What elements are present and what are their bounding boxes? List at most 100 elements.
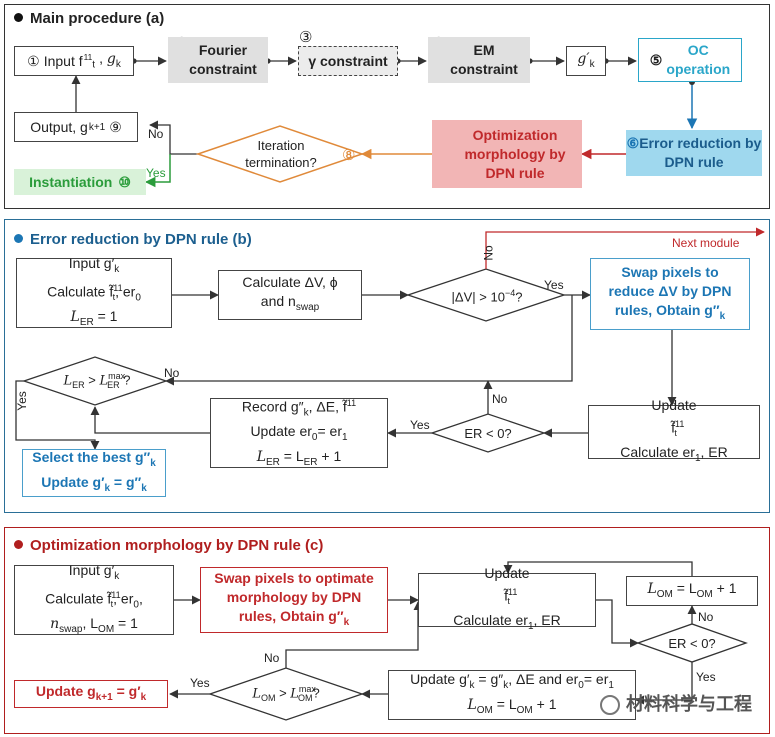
- panel-c-title: Optimization morphology by DPN rule (c): [14, 537, 323, 554]
- panel-optimization-morphology: [4, 527, 770, 734]
- b-yes-label-3: Yes: [410, 418, 430, 432]
- b-calc-line1: Calculate ΔV, ϕ: [242, 274, 338, 291]
- c-arrow-update-er: [596, 599, 639, 648]
- b-record-line1: Record g″k, ΔE, f̃11: [241, 397, 357, 419]
- b-no-label-3: No: [492, 392, 508, 406]
- arrow-8-10: [144, 154, 171, 188]
- step10-label: Instantiation: [29, 173, 113, 190]
- b-diamond-er: [429, 413, 547, 453]
- step3-label: γ constraint: [308, 52, 388, 69]
- b-yes-label: Yes: [544, 278, 564, 292]
- b-yes-label-2: Yes: [14, 391, 29, 411]
- b-arrow-loop-back: [165, 295, 573, 386]
- b-update-line1: Update f̃11t: [651, 396, 697, 439]
- b-input-line2: Calculate f̃11t, er0: [47, 282, 141, 304]
- b-select-line2: Update g′k = g″k: [41, 474, 147, 494]
- step1-number: ①: [27, 52, 40, 69]
- step10-instantiation-box: Instantiation ⑩: [14, 169, 146, 195]
- c-cond-er: ER < 0?: [668, 635, 716, 651]
- b-swap-line2: reduce ΔV by DPN: [608, 282, 732, 299]
- c-final-update-box: Update gk+1 = g′k: [14, 680, 168, 708]
- b-update-line2: Calculate er1, ER: [620, 444, 728, 465]
- step9-label: Output, g: [30, 118, 88, 135]
- c-no-label-2: No: [264, 651, 280, 665]
- b-record-box: Record g″k, ΔE, f̃11 Update er0= er1 LER…: [210, 398, 388, 468]
- c-yes-label-2: Yes: [190, 676, 210, 690]
- wechat-logo-icon: [600, 695, 620, 715]
- c-diamond-lom: [207, 667, 365, 721]
- c-swap-line1: Swap pixels to optimate: [214, 569, 374, 586]
- c-arrow-er-yes: [635, 662, 693, 705]
- panel-main-procedure: [4, 4, 770, 209]
- bullet-icon: [14, 540, 23, 549]
- c-swap-line2: morphology by DPN: [226, 588, 362, 605]
- c-arrow-lom-back: [503, 561, 693, 576]
- b-input-line1: Input g′k: [68, 254, 120, 275]
- gk-prime-box: g′k: [566, 46, 606, 76]
- step1-label: Input f: [43, 52, 83, 69]
- b-select-box: Select the best g″k Update g′k = g″k: [22, 449, 166, 497]
- step9-sub: k+1: [88, 121, 106, 133]
- b-diamond-ler: [21, 356, 169, 406]
- b-no-label-2: No: [164, 366, 180, 380]
- panel-b-title: Error reduction by DPN rule (b): [14, 231, 252, 248]
- c-input-box: Input g′k Calculate f̃11t, er0, nswap, L…: [14, 562, 174, 635]
- bullet-icon: [14, 13, 23, 22]
- bullet-icon: [14, 234, 23, 243]
- b-input-box: Input g′k Calculate f̃11t, er0 LER = 1: [16, 255, 172, 328]
- b-cond-er: ER < 0?: [464, 425, 512, 441]
- c-swap-box: Swap pixels to optimate morphology by DP…: [200, 567, 388, 633]
- c-update-line1: Update f̃11t: [484, 564, 530, 607]
- step3-gamma-box: γ constraint: [298, 46, 398, 76]
- c-swap-line3: rules, Obtain g″k: [238, 607, 350, 628]
- c-input-line1: Input g′k: [68, 561, 120, 582]
- panel-a-title: Main procedure (a): [14, 10, 164, 27]
- b-swap-line3: rules, Obtain g″k: [614, 301, 726, 322]
- step4-em-box: EM constraint: [428, 37, 530, 83]
- step5-label: OC operation: [666, 42, 731, 77]
- c-cond-lom: LOM > LmaxOM?: [252, 684, 320, 703]
- arrow-8-9: [149, 120, 198, 155]
- c-input-line3: nswap, LOM = 1: [50, 615, 138, 636]
- panel-error-reduction: [4, 219, 770, 513]
- b-update-box: Update f̃11t Calculate er1, ER: [588, 397, 760, 464]
- c-lom-line: LOM = LOM + 1: [647, 579, 737, 600]
- b-cond-dv: |ΔV| > 10−4?: [451, 287, 523, 305]
- diamond-termination: [195, 125, 365, 183]
- step3-number: ③: [299, 29, 313, 46]
- c-diamond-er: [636, 623, 748, 663]
- step8-number: ⑧: [342, 147, 356, 164]
- b-swap-box: Swap pixels to reduce ΔV by DPN rules, O…: [590, 258, 750, 330]
- b-record-line2: Update er0= er1: [250, 423, 348, 444]
- b-record-line3: LER = LER + 1: [256, 448, 342, 469]
- step6-label: ⑥Error reduction by DPN rule: [626, 135, 762, 170]
- step9-number: ⑨: [109, 118, 122, 135]
- c-update2-line2: LOM = LOM + 1: [467, 696, 557, 716]
- b-calc-box: Calculate ΔV, ϕ and nswap: [218, 270, 362, 320]
- watermark: 材料科学与工程: [600, 690, 752, 716]
- b-select-line1: Select the best g″k: [32, 449, 156, 469]
- c-update-line2: Calculate er1, ER: [453, 612, 561, 633]
- gk-prime-label: g′k: [577, 50, 595, 70]
- b-arrow-ler-yes: [15, 380, 100, 450]
- step5-oc-box: ⑤ OC operation: [638, 38, 742, 82]
- step6-error-box: ⑥Error reduction by DPN rule: [626, 130, 762, 176]
- step7-morphology-box: Optimization morphology by DPN rule: [432, 120, 582, 188]
- c-update2-box: Update g′k = g″k, ΔE and er0= er1 LOM = …: [388, 670, 636, 720]
- step2-fourier-box: Fourier constraint: [168, 37, 268, 83]
- c-no-label: No: [698, 610, 714, 624]
- step10-number: ⑩: [118, 173, 131, 190]
- step7-label: Optimization morphology by DPN rule: [464, 126, 566, 181]
- no-label: No: [148, 127, 164, 141]
- b-next-module: Next module: [672, 236, 740, 250]
- b-input-line3: LER = 1: [70, 308, 118, 329]
- step4-label: EM constraint: [450, 42, 518, 77]
- b-calc-line2: and nswap: [260, 293, 320, 313]
- step1-sup: 11t: [83, 51, 96, 71]
- b-swap-line1: Swap pixels to: [621, 263, 719, 280]
- b-no-label: No: [481, 245, 496, 261]
- yes-label: Yes: [146, 166, 166, 180]
- b-arrow-no-next: [485, 227, 765, 269]
- c-update-box: Update f̃11t Calculate er1, ER: [418, 565, 596, 632]
